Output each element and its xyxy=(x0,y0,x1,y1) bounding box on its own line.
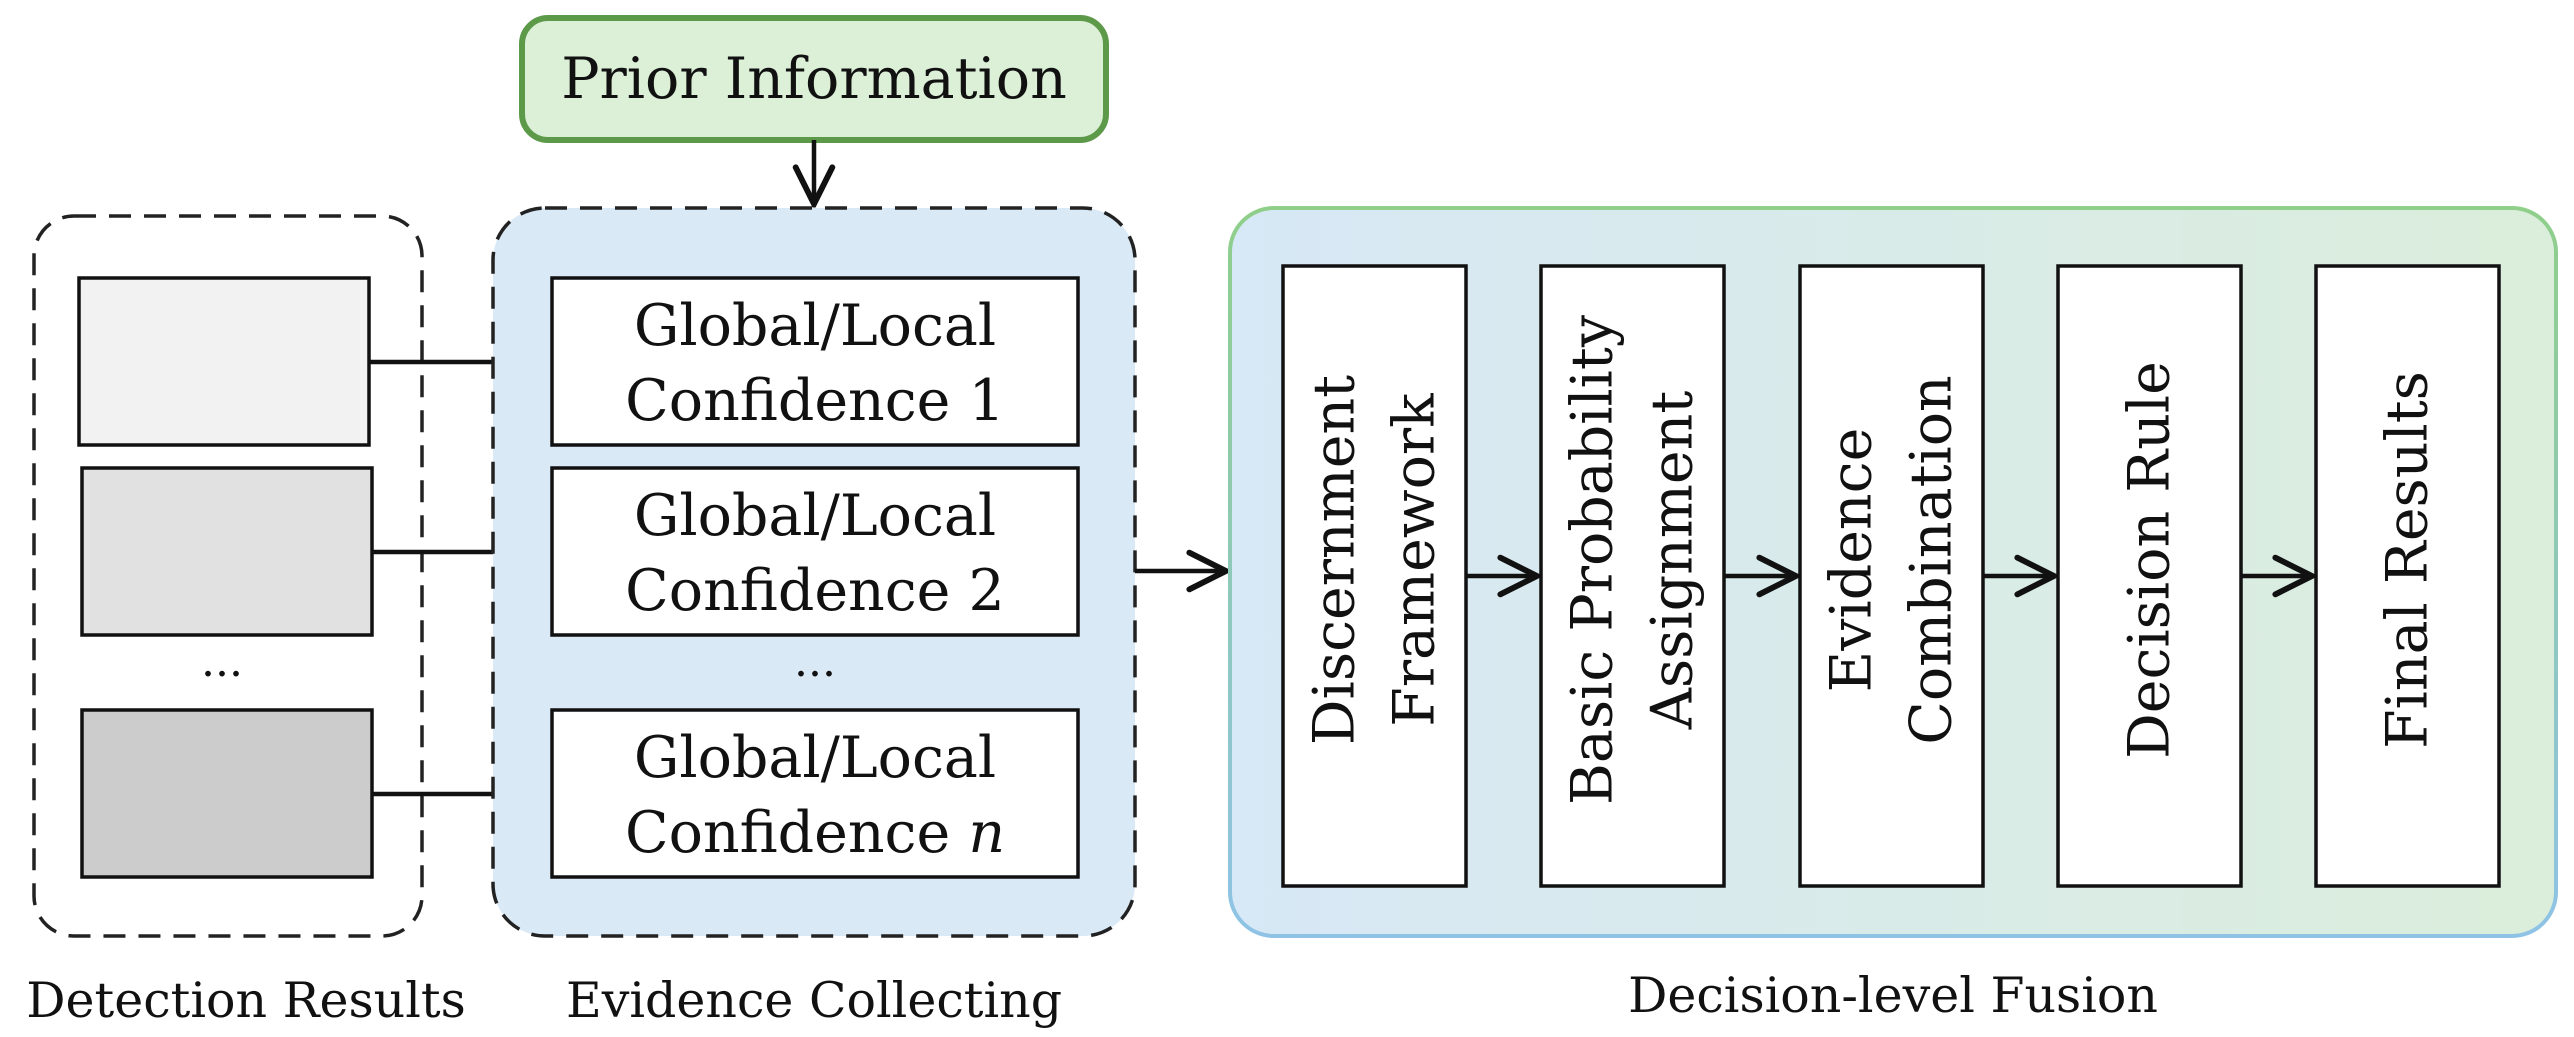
fusion-stage-box xyxy=(1281,264,1468,888)
evidence-collecting-group: Global/Local Confidence 1 Global/Local C… xyxy=(491,206,1137,1029)
fusion-stage-box xyxy=(2314,264,2501,888)
fusion-stage-line1: Decision Rule xyxy=(2117,361,2183,759)
detection-results-dots: ... xyxy=(201,636,243,687)
evidence-item-index: 2 xyxy=(969,558,1005,624)
evidence-item-line2: Confidence 2 xyxy=(625,558,1005,624)
fusion-stage-line1: Final Results xyxy=(2375,371,2441,749)
fusion-stage-5: Final Results xyxy=(2314,264,2501,888)
detection-result-box-1 xyxy=(77,276,371,447)
fusion-stage-line2: Framework xyxy=(1382,393,1448,727)
fusion-stage-line2: Assignment xyxy=(1640,391,1706,731)
evidence-item-1: Global/Local Confidence 1 xyxy=(550,276,1080,447)
detection-results-frame xyxy=(32,214,424,938)
fusion-stage-box xyxy=(2056,264,2243,888)
evidence-item-line1: Global/Local xyxy=(634,725,996,791)
detection-result-box-2 xyxy=(80,466,374,637)
decision-level-fusion-caption: Decision-level Fusion xyxy=(1628,967,2158,1024)
evidence-item-box xyxy=(550,466,1080,637)
prior-information-label: Prior Information xyxy=(561,46,1067,112)
fusion-stage-box xyxy=(1798,264,1985,888)
evidence-item-line2: Confidence n xyxy=(625,800,1005,866)
evidence-item-n: Global/Local Confidence n xyxy=(550,708,1080,879)
fusion-stage-4: Decision Rule xyxy=(2056,264,2243,888)
detection-result-box-n xyxy=(80,708,374,879)
evidence-item-label: Confidence xyxy=(625,558,950,624)
fusion-stage-line1: Discernment xyxy=(1302,375,1368,745)
evidence-collecting-caption: Evidence Collecting xyxy=(566,972,1062,1029)
detection-results-caption: Detection Results xyxy=(26,972,466,1029)
fusion-stage-line2: Combination xyxy=(1899,375,1965,745)
evidence-item-label: Confidence xyxy=(625,800,950,866)
evidence-item-2: Global/Local Confidence 2 xyxy=(550,466,1080,637)
evidence-item-index: n xyxy=(968,800,1005,866)
evidence-item-box xyxy=(550,276,1080,447)
fusion-stage-line1: Basic Probability xyxy=(1560,314,1626,805)
evidence-item-index: 1 xyxy=(969,368,1005,434)
evidence-item-line2: Confidence 1 xyxy=(625,368,1005,434)
evidence-item-line1: Global/Local xyxy=(634,293,996,359)
evidence-item-box xyxy=(550,708,1080,879)
detection-results-group: ... Detection Results xyxy=(26,214,466,1029)
evidence-item-line1: Global/Local xyxy=(634,483,996,549)
evidence-item-label: Confidence xyxy=(625,368,950,434)
prior-information-node: Prior Information xyxy=(519,15,1109,143)
fusion-stage-line1: Evidence xyxy=(1819,428,1885,693)
evidence-collecting-dots: ... xyxy=(794,636,836,687)
